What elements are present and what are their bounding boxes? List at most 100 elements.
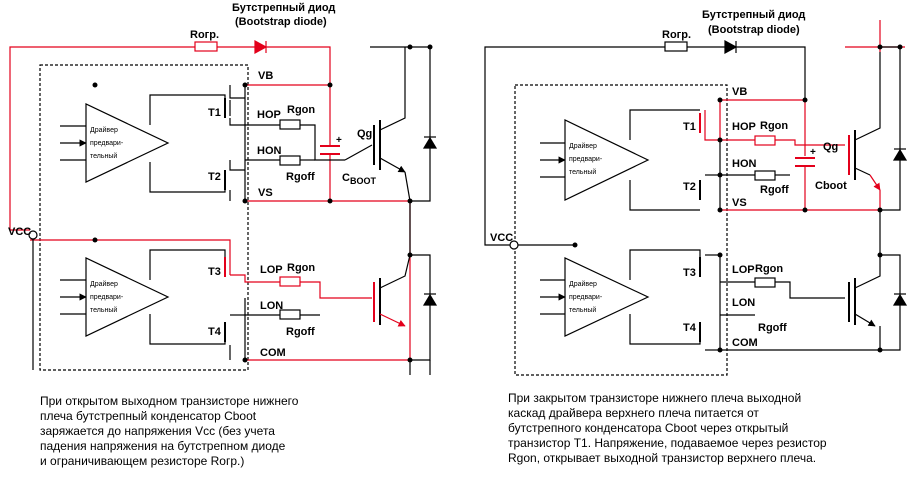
left-lon-label: LON	[260, 300, 283, 312]
transistor-t4-right	[699, 322, 720, 351]
left-upper-driver-line1: Драйвер	[90, 126, 118, 134]
right-hon-label: HON	[732, 158, 757, 170]
right-caption-line: каскад драйвера верхнего плеча питается …	[508, 406, 759, 420]
left-caption-line: плеча бутстрепный конденсатор Cboot	[40, 409, 257, 423]
left-hon-label: HON	[257, 145, 282, 157]
right-caption-line: При закрытом транзисторе нижнего плеча в…	[508, 391, 802, 405]
right-rgoff-l-label: Rgoff	[758, 322, 787, 334]
bootstrap-capacitor	[320, 145, 340, 155]
left-rgoff-h-label: Rgoff	[286, 171, 315, 183]
right-vb-label: VB	[732, 86, 747, 98]
left-caption-line: падения напряжения на бутстрепном диоде	[40, 439, 286, 453]
left-t1-label: T1	[208, 107, 221, 119]
right-caption-line: Rgon, открывает выходной транзистор верх…	[508, 451, 817, 465]
right-lon-label: LON	[732, 297, 755, 309]
right-hop-label: HOP	[732, 121, 756, 133]
right-rgoff-h-label: Rgoff	[760, 184, 789, 196]
right-cboot-label: Cboot	[815, 180, 847, 192]
upper-igbt-right	[848, 52, 881, 180]
right-caption: При закрытом транзисторе нижнего плеча в…	[508, 391, 868, 466]
left-lower-driver-line2: предвари-	[90, 294, 124, 301]
driver-ic-outline	[39, 64, 249, 371]
upper-flyback-diode	[422, 136, 438, 149]
upper-flyback-diode-right	[892, 148, 908, 161]
transistor-t1	[224, 85, 245, 126]
upper-predriver	[60, 94, 226, 193]
left-t3-label: T3	[208, 266, 221, 278]
transistor-t2	[224, 160, 245, 201]
left-vcc-label: VCC	[8, 226, 31, 238]
right-lower-driver-line2: предвари-	[569, 294, 603, 301]
upper-igbt	[373, 47, 411, 202]
right-com-label: COM	[732, 337, 758, 349]
right-rgon-l-label: Rgon	[755, 263, 783, 275]
right-upper-driver-line1: Драйвер	[569, 142, 597, 150]
left-hop-label: HOP	[257, 109, 281, 121]
bootstrap-capacitor-right	[795, 157, 815, 167]
left-cboot-label: CBOOT	[342, 172, 376, 186]
driver-ic-outline-right	[514, 84, 728, 376]
right-upper-driver-line3: тельный	[569, 168, 596, 176]
right-lower-driver-line3: тельный	[569, 306, 596, 314]
left-com-label: COM	[260, 347, 286, 359]
left-caption-line: При открытом выходном транзисторе нижнег…	[40, 394, 299, 408]
right-lop-label: LOP	[732, 264, 755, 276]
left-diode-title: Бутстрепный диод	[232, 2, 335, 14]
transistor-t2-right	[699, 174, 720, 200]
lower-igbt-right	[848, 255, 881, 327]
left-rgon-l-label: Rgon	[287, 262, 315, 274]
left-labels: Бутстрепный диод (Bootstrap diode) Rогр.…	[8, 2, 376, 359]
left-lower-driver-line3: тельный	[90, 306, 117, 314]
bootstrap-diode	[254, 39, 268, 55]
right-rgon-h-label: Rgon	[760, 120, 788, 132]
lower-flyback-diode-right	[892, 293, 908, 306]
left-qg-label: Qg	[357, 128, 372, 140]
right-caption-line: транзистор T1. Напряжение, подаваемое че…	[508, 436, 827, 450]
left-caption-line: заряжается до напряжения Vcc (без учета	[40, 424, 275, 438]
left-upper-driver-line3: тельный	[90, 152, 117, 160]
left-lop-label: LOP	[260, 264, 283, 276]
upper-predriver-right	[540, 109, 700, 211]
rlim-resistor	[194, 41, 218, 52]
lower-flyback-diode	[422, 293, 438, 306]
right-lower-driver-line1: Драйвер	[569, 280, 597, 288]
right-caption-line: бутстрепного конденсатора Cboot через от…	[508, 421, 789, 435]
right-qg-label: Qg	[823, 141, 838, 153]
right-upper-driver-line2: предвари-	[569, 156, 603, 163]
left-t4-label: T4	[208, 326, 222, 338]
right-t4-label: T4	[683, 322, 697, 334]
left-vs-label: VS	[258, 187, 273, 199]
svg-text:+: +	[336, 135, 342, 146]
right-diode-title: Бутстрепный диод	[702, 9, 805, 21]
right-rlim-label: Rогр.	[662, 29, 691, 41]
left-circuit: +	[9, 39, 438, 375]
left-caption-line: и ограничивающем резисторе Rогр.)	[40, 454, 245, 468]
left-diode-title-en: (Bootstrap diode)	[235, 16, 327, 28]
left-t2-label: T2	[208, 171, 221, 183]
svg-text:+: +	[810, 147, 816, 158]
lower-predriver	[60, 249, 226, 345]
left-vb-label: VB	[258, 70, 273, 82]
right-circuit: +	[484, 20, 908, 376]
right-labels: Бутстрепный диод (Bootstrap diode) Rогр.…	[490, 9, 847, 349]
right-diode-title-en: (Bootstrap diode)	[708, 24, 800, 36]
rlim-resistor-right	[664, 41, 688, 52]
lower-predriver-right	[540, 249, 701, 345]
right-vcc-label: VCC	[490, 232, 513, 244]
left-caption: При открытом выходном транзисторе нижнег…	[40, 394, 340, 469]
bootstrap-diode-right	[724, 39, 738, 55]
left-rgon-h-label: Rgon	[287, 104, 315, 116]
left-upper-driver-line2: предвари-	[90, 140, 124, 147]
right-t1-label: T1	[683, 121, 696, 133]
transistor-t3-right	[699, 254, 720, 277]
charge-path-wire	[9, 46, 195, 231]
left-rgoff-l-label: Rgoff	[286, 326, 315, 338]
transistor-t4	[224, 314, 245, 360]
lower-igbt	[373, 254, 411, 327]
left-rlim-label: Rогр.	[190, 29, 219, 41]
right-vs-label: VS	[732, 197, 747, 209]
right-t3-label: T3	[683, 267, 696, 279]
right-t2-label: T2	[683, 181, 696, 193]
left-lower-driver-line1: Драйвер	[90, 280, 118, 288]
